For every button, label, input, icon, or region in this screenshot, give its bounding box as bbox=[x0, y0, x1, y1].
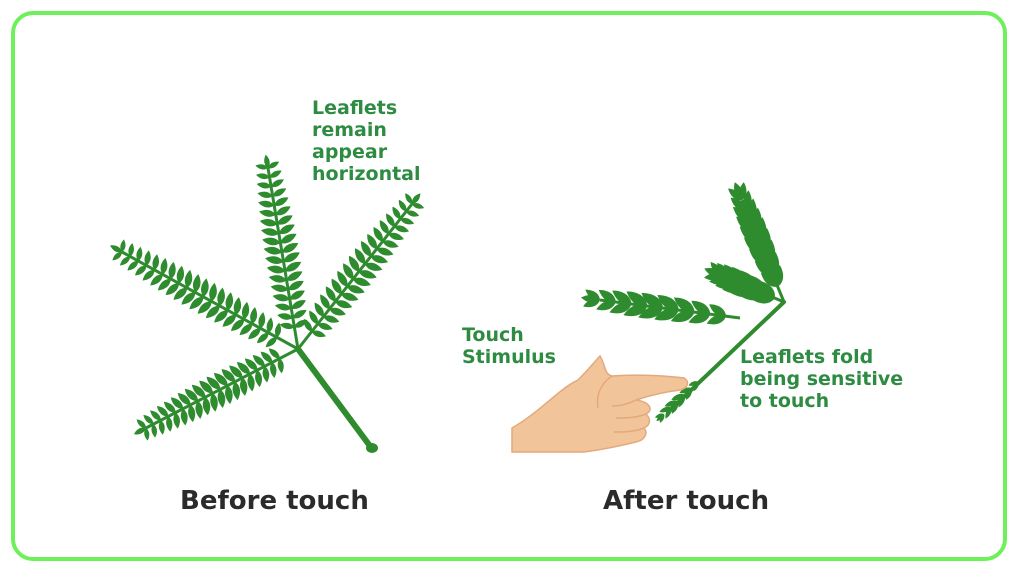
after-annotation-line: being sensitive bbox=[740, 368, 904, 390]
open-mimosa-leaf-icon bbox=[108, 154, 425, 453]
after-annotation-line: to touch bbox=[740, 390, 830, 412]
before-caption: Before touch bbox=[180, 486, 369, 516]
before-annotation-line: appear bbox=[312, 141, 388, 163]
after-caption: After touch bbox=[603, 486, 770, 516]
stimulus-line: Stimulus bbox=[462, 346, 556, 368]
stimulus-line: Touch bbox=[462, 324, 524, 346]
after-annotation: Leaflets fold being sensitive to touch bbox=[740, 346, 903, 412]
before-annotation-line: Leaflets bbox=[312, 97, 398, 119]
before-annotation-line: horizontal bbox=[312, 163, 421, 185]
before-annotation: Leaflets remain appear horizontal bbox=[312, 97, 421, 185]
touch-stimulus-label: Touch Stimulus bbox=[462, 324, 556, 368]
pointing-hand-icon bbox=[511, 354, 689, 453]
after-annotation-line: Leaflets fold bbox=[740, 346, 874, 368]
folded-mimosa-leaf-icon bbox=[580, 180, 786, 424]
before-annotation-line: remain bbox=[312, 119, 387, 141]
